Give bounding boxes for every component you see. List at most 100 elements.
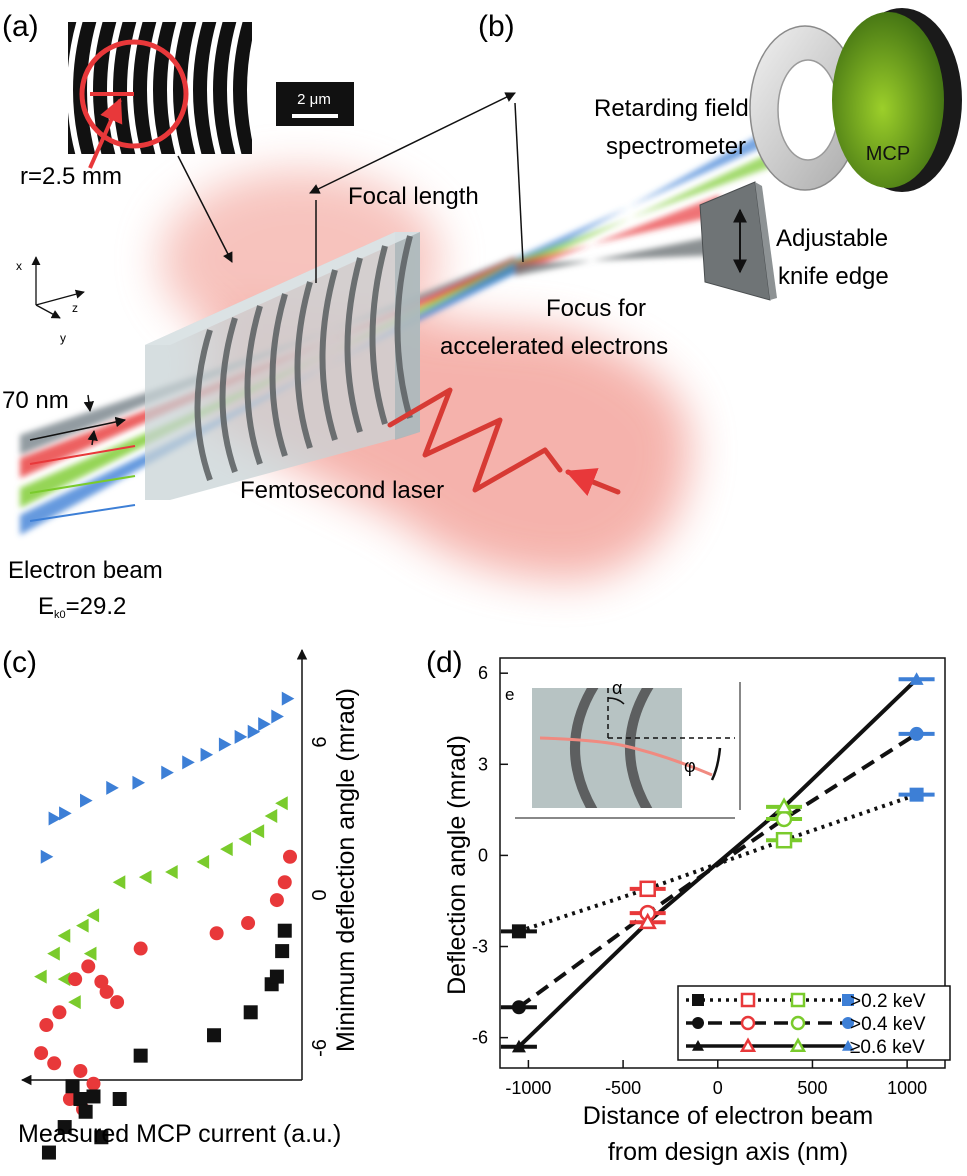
c-point-blue (281, 691, 295, 706)
c-point-blue (80, 793, 93, 808)
c-point-black (65, 1079, 80, 1094)
inset-alpha-label: α (612, 678, 622, 698)
c-point-red (73, 1063, 88, 1078)
d-legend-marker (692, 1017, 704, 1029)
c-point-black (112, 1092, 127, 1106)
c-point-blue (234, 729, 248, 744)
c-point-blue (48, 811, 62, 826)
chart-panel-c: (c) 60-6 Minimum deflection angle (mrad)… (2, 646, 360, 1160)
diagram-panel-ab: MCP (2, 8, 962, 621)
d-legend-marker (790, 992, 806, 1008)
beam-energy-label: Ek0=29.2 (38, 593, 126, 621)
d-point-blue (909, 726, 924, 741)
spectrometer-label-line1: Retarding field (594, 95, 749, 122)
c-point-green (251, 824, 265, 839)
axis-z-label: z (72, 301, 78, 315)
d-legend-marker (842, 1040, 854, 1051)
c-x-axis-label: Measured MCP current (a.u.) (18, 1120, 341, 1148)
d-x-axis-label-line2: from design axis (nm) (608, 1138, 848, 1166)
c-point-red (283, 849, 297, 864)
c-y-ticklabels: 6 0 -6 (309, 736, 331, 1056)
c-y-tick-label: 0 (309, 889, 331, 900)
focus-label-line2: accelerated electrons (440, 333, 668, 360)
d-point-black (511, 1000, 526, 1015)
d-point-green (775, 810, 793, 828)
d-point-green (774, 797, 794, 814)
d-legend-marker (789, 1037, 807, 1053)
c-point-green (34, 969, 47, 984)
d-legend: >0.2 keV>0.4 keV≥0.6 keV (677, 985, 951, 1061)
c-point-blue (106, 780, 119, 795)
d-plot-frame (499, 657, 946, 1069)
d-point-black (511, 1039, 526, 1053)
coordinate-axes (31, 256, 85, 319)
c-point-red (68, 972, 83, 987)
d-legend-marker (790, 1015, 806, 1031)
c-point-blue (247, 724, 261, 739)
c-point-black (243, 1005, 258, 1020)
c-point-black (277, 923, 292, 938)
d-point-blue (909, 672, 924, 685)
c-y-tick-label: -6 (309, 1039, 331, 1057)
d-y-axis-label: Deflection angle (mrad) (443, 735, 471, 995)
c-data-points (34, 691, 297, 1160)
d-legend-marker (739, 1037, 757, 1053)
c-point-blue (271, 709, 284, 724)
c-point-red (47, 1056, 62, 1071)
c-point-green (57, 928, 71, 943)
grating-sem-image (68, 22, 252, 263)
grating-structure (145, 232, 420, 500)
c-point-black (94, 1130, 109, 1145)
spectrometer-label-line2: spectrometer (606, 133, 746, 160)
c-point-blue (132, 775, 146, 790)
axis-y-label: y (60, 331, 66, 345)
c-point-blue (40, 849, 54, 864)
c-point-black (269, 969, 284, 984)
c-point-red (269, 893, 284, 908)
c-point-green (86, 908, 100, 923)
panel-label-a: (a) (2, 10, 39, 43)
d-legend-label: >0.2 keV (850, 991, 926, 1012)
d-data-points (500, 672, 935, 1053)
d-legend-marker (842, 1017, 854, 1029)
inset-phi-label: φ (684, 756, 696, 776)
laser-label: Femtosecond laser (240, 477, 444, 504)
c-point-green (138, 870, 152, 885)
panel-label-d: (d) (426, 646, 463, 679)
d-legend-label: ≥0.6 keV (850, 1037, 925, 1058)
mcp-detector: MCP (832, 8, 962, 192)
c-point-green (196, 854, 210, 869)
c-point-green (83, 946, 97, 961)
c-point-black (41, 1145, 56, 1160)
c-point-green (76, 918, 89, 933)
d-inset-schematic: e α φ (505, 678, 741, 819)
c-point-red (241, 916, 256, 931)
d-point-red (638, 912, 657, 930)
c-point-black (86, 1089, 101, 1104)
c-point-black (78, 1104, 93, 1119)
axis-x-label: x (16, 259, 22, 273)
d-point-green (775, 831, 793, 849)
d-point-red (639, 880, 656, 898)
scale-bar-label: 2 μm (297, 91, 331, 108)
d-y-tick-label: 0 (478, 845, 488, 865)
c-point-green (264, 808, 278, 823)
gap-label: 70 nm (2, 387, 69, 414)
d-y-tick-label: 6 (478, 663, 488, 683)
panel-label-b: (b) (478, 10, 515, 43)
knife-edge (699, 181, 777, 301)
c-point-green (57, 972, 71, 987)
c-point-green (112, 875, 126, 890)
c-point-green (165, 865, 178, 880)
c-point-red (94, 974, 109, 989)
c-point-blue (200, 747, 214, 762)
c-y-tick-label: 6 (309, 736, 331, 747)
c-point-blue (182, 755, 195, 770)
beam-arrows (29, 445, 136, 522)
d-x-axis-label-line1: Distance of electron beam (583, 1102, 873, 1130)
c-point-blue (258, 717, 271, 732)
focal-length-label: Focal length (348, 183, 479, 210)
d-legend-marker (740, 992, 756, 1008)
